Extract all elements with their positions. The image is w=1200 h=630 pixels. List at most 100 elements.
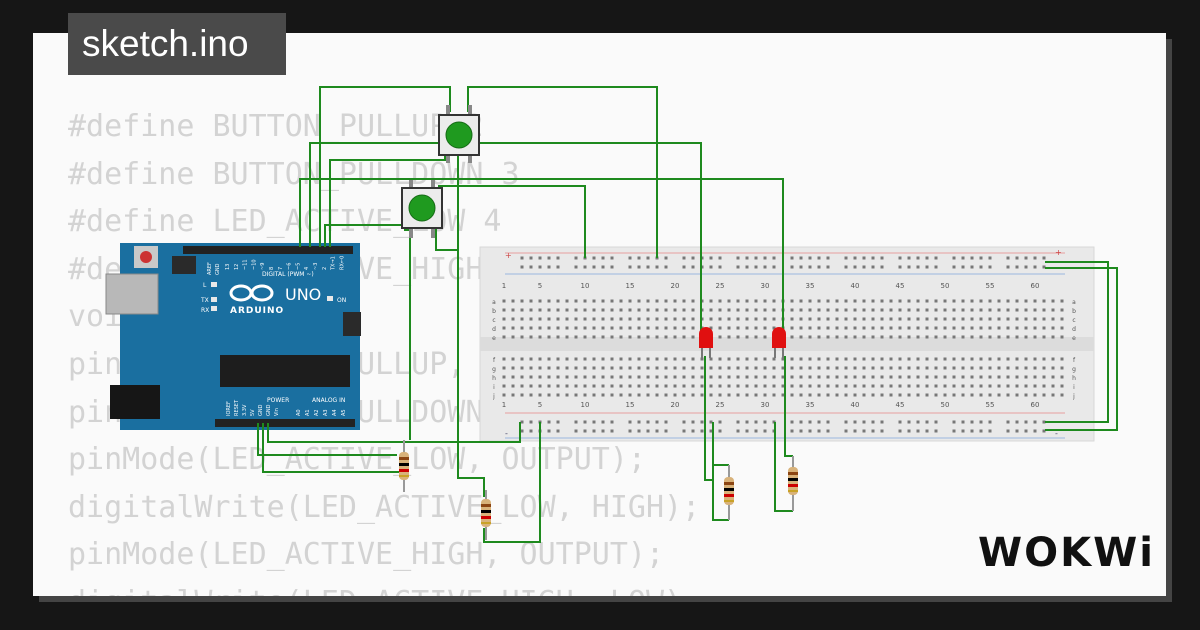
breadboard-hole (763, 393, 767, 397)
column-number: 15 (626, 401, 635, 409)
breadboard-hole (592, 366, 596, 370)
breadboard-hole (628, 393, 632, 397)
breadboard-hole (538, 335, 542, 339)
breadboard-hole (808, 375, 812, 379)
breadboard-hole (736, 384, 740, 388)
wire (299, 178, 784, 338)
breadboard-hole (682, 420, 686, 424)
breadboard-hole (601, 393, 605, 397)
breadboard-hole (754, 299, 758, 303)
breadboard-hole (943, 393, 947, 397)
breadboard-hole (979, 357, 983, 361)
breadboard-hole (745, 299, 749, 303)
breadboard-hole (583, 375, 587, 379)
breadboard-hole (745, 326, 749, 330)
breadboard-hole (979, 317, 983, 321)
breadboard-hole (718, 384, 722, 388)
breadboard-hole (952, 256, 956, 260)
breadboard-hole (997, 317, 1001, 321)
breadboard-hole (961, 256, 965, 260)
breadboard-hole (709, 366, 713, 370)
breadboard-hole (601, 256, 605, 260)
breadboard-hole (610, 429, 614, 433)
breadboard-hole (718, 326, 722, 330)
breadboard-hole (925, 317, 929, 321)
power-pin-label: RESET (234, 399, 240, 416)
breadboard-hole (727, 393, 731, 397)
rx-led (211, 306, 217, 311)
breadboard-hole (952, 393, 956, 397)
breadboard-hole (817, 335, 821, 339)
breadboard-hole (1051, 357, 1055, 361)
breadboard-hole (691, 335, 695, 339)
column-number: 1 (502, 401, 506, 409)
breadboard-hole (637, 357, 641, 361)
breadboard-hole (583, 265, 587, 269)
column-number: 55 (986, 282, 995, 290)
breadboard-hole (709, 299, 713, 303)
column-number: 40 (851, 401, 860, 409)
breadboard-hole (898, 393, 902, 397)
breadboard-hole (970, 357, 974, 361)
atmega-chip (220, 355, 350, 387)
breadboard-hole (619, 299, 623, 303)
resistor (481, 490, 491, 540)
breadboard-hole (835, 393, 839, 397)
breadboard-hole (979, 375, 983, 379)
breadboard-hole (691, 326, 695, 330)
row-letter: g (492, 366, 496, 373)
breadboard-hole (925, 366, 929, 370)
breadboard-hole (889, 326, 893, 330)
breadboard-hole (538, 326, 542, 330)
breadboard-hole (502, 366, 506, 370)
breadboard-hole (943, 384, 947, 388)
breadboard-hole (619, 326, 623, 330)
breadboard-hole (1024, 326, 1028, 330)
breadboard-hole (898, 375, 902, 379)
row-letter: i (1073, 384, 1075, 391)
breadboard-hole (574, 299, 578, 303)
breadboard-hole (970, 335, 974, 339)
power-header-label: POWER (267, 397, 289, 404)
breadboard-hole (1042, 384, 1046, 388)
breadboard-hole (934, 384, 938, 388)
power-analog-header (215, 419, 355, 427)
breadboard-hole (844, 366, 848, 370)
breadboard-hole (745, 317, 749, 321)
breadboard-hole (826, 429, 830, 433)
breadboard-hole (529, 299, 533, 303)
breadboard-hole (637, 429, 641, 433)
breadboard-hole (916, 256, 920, 260)
breadboard-hole (880, 384, 884, 388)
column-number: 55 (986, 401, 995, 409)
breadboard-hole (592, 357, 596, 361)
breadboard-hole (862, 256, 866, 260)
breadboard-hole (943, 366, 947, 370)
row-letter: d (1072, 326, 1076, 333)
row-letter: i (493, 384, 495, 391)
breadboard-hole (718, 317, 722, 321)
breadboard-hole (511, 357, 515, 361)
breadboard-hole (943, 326, 947, 330)
breadboard-hole (718, 299, 722, 303)
breadboard-hole (520, 384, 524, 388)
breadboard-hole (808, 299, 812, 303)
digital-pin-label: ~5 (295, 263, 301, 270)
breadboard-hole (583, 429, 587, 433)
breadboard-hole (826, 299, 830, 303)
breadboard-hole (511, 393, 515, 397)
breadboard-hole (844, 375, 848, 379)
breadboard-hole (664, 366, 668, 370)
breadboard-hole (952, 299, 956, 303)
breadboard-hole (1015, 384, 1019, 388)
breadboard-hole (916, 366, 920, 370)
breadboard-hole (970, 256, 974, 260)
breadboard-hole (925, 265, 929, 269)
tx-label: TX (200, 297, 209, 304)
breadboard-hole (592, 317, 596, 321)
breadboard-hole (1006, 384, 1010, 388)
breadboard-hole (844, 429, 848, 433)
breadboard-hole (520, 265, 524, 269)
breadboard-hole (583, 326, 587, 330)
breadboard-hole (826, 366, 830, 370)
